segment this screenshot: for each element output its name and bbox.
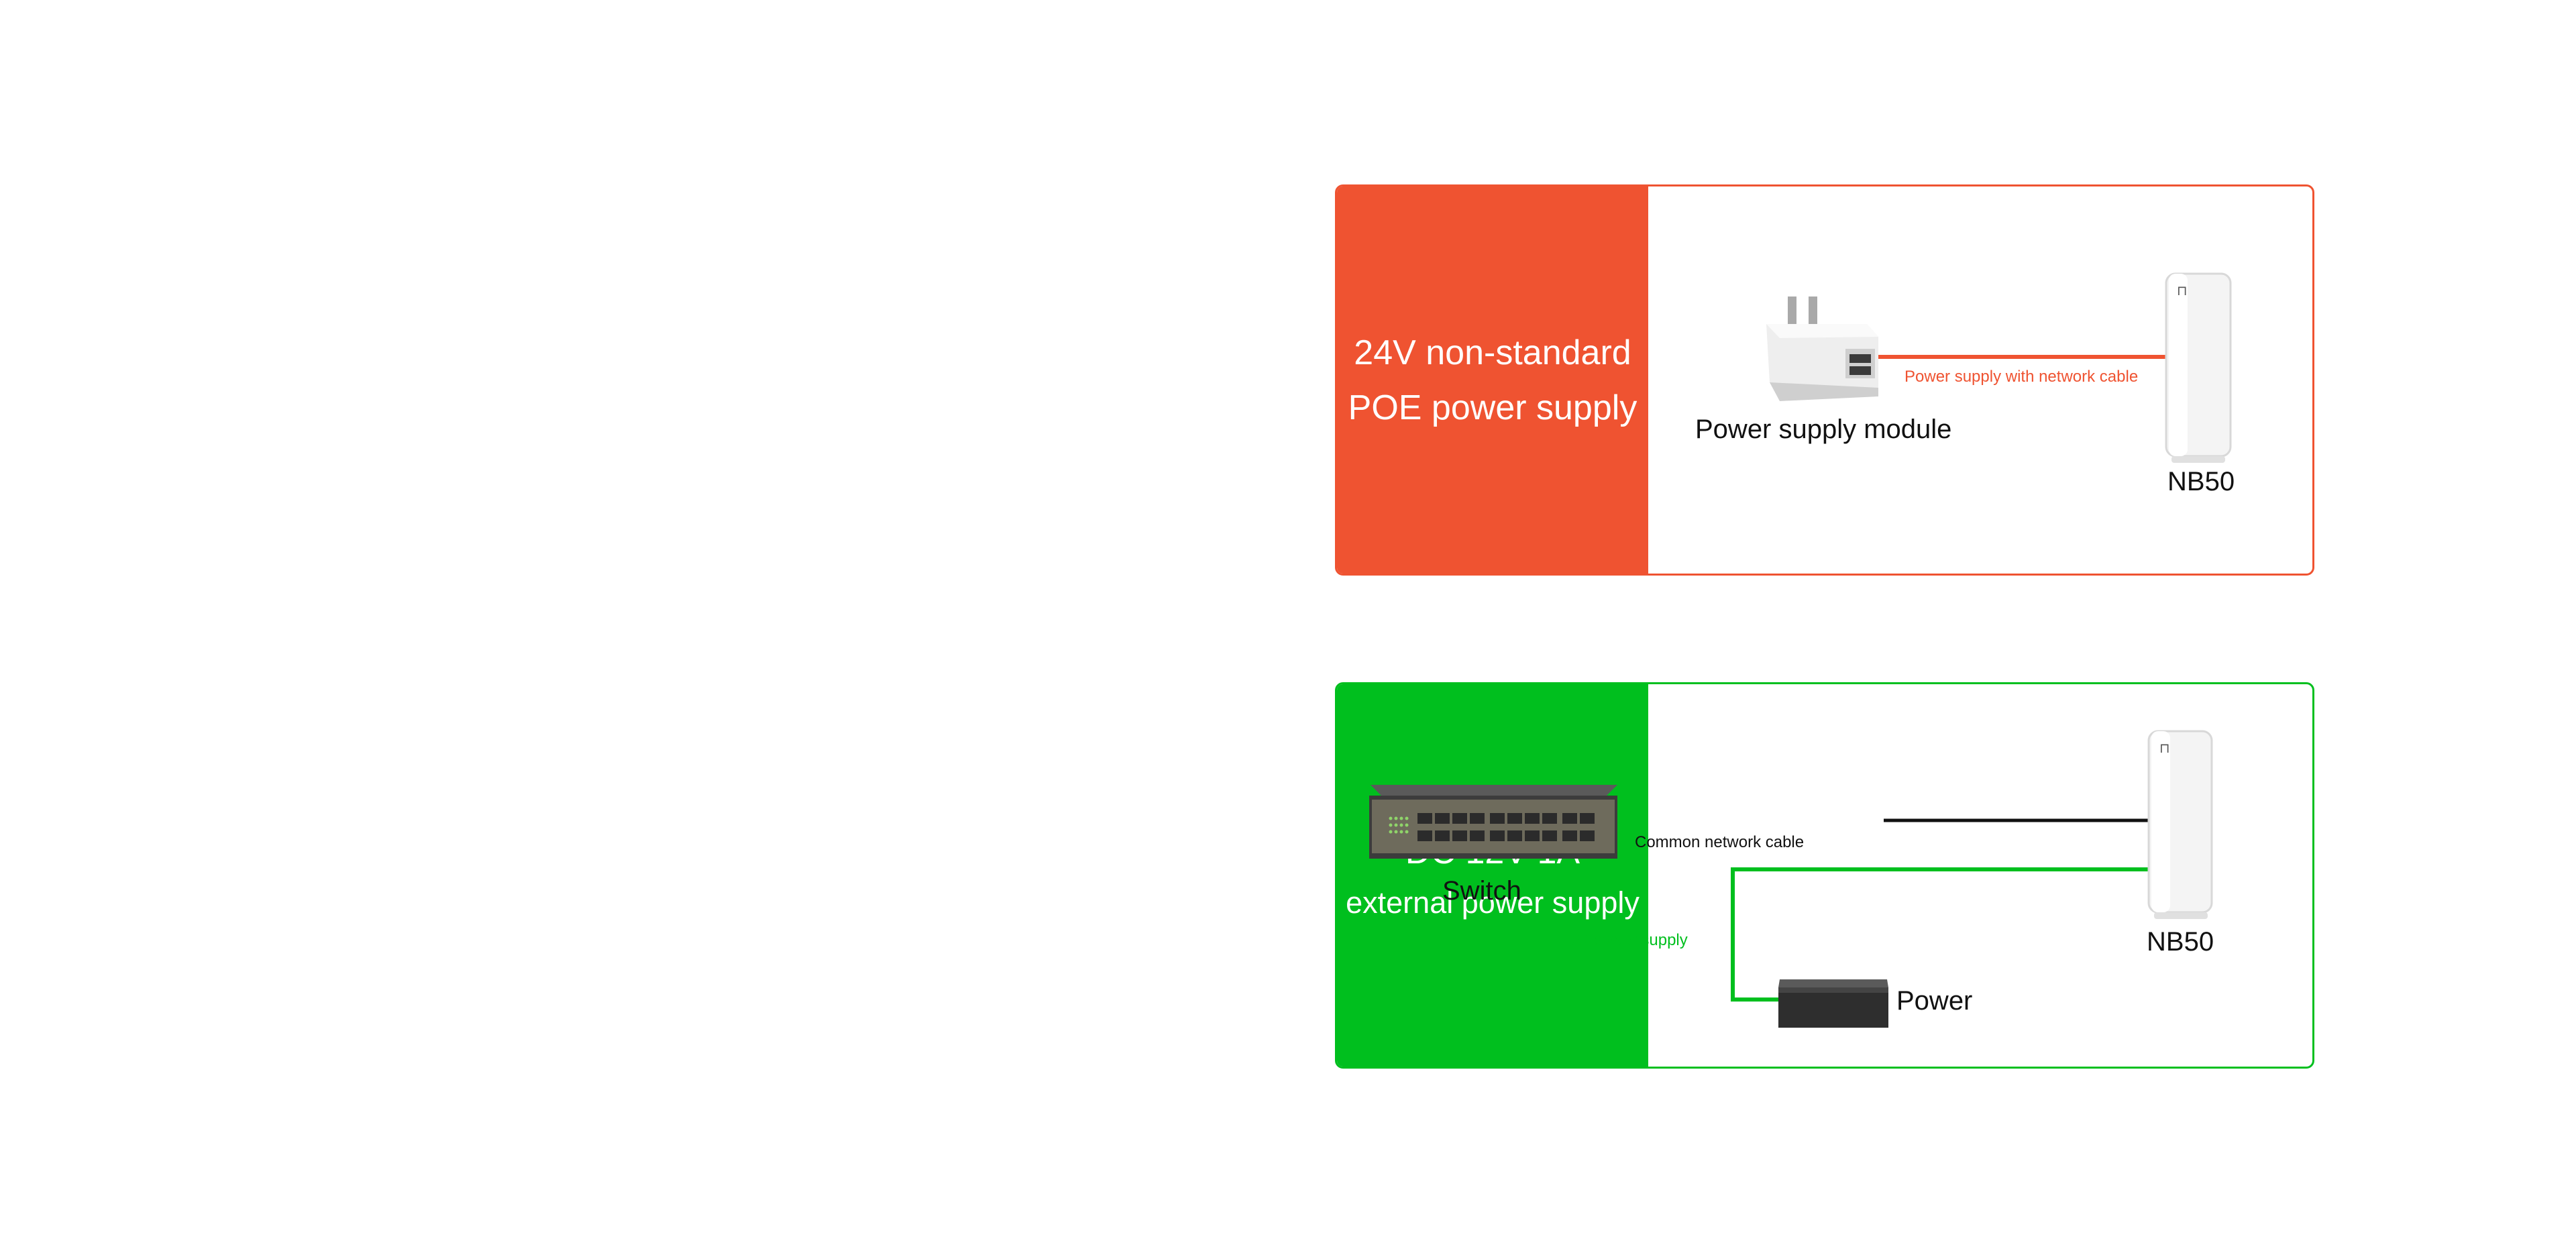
poe-title-line1: 24V non-standard xyxy=(1354,333,1631,372)
dc-power-panel: DC 12V 1A external power supply xyxy=(1335,682,2314,1069)
power-adapter-icon xyxy=(1778,979,1888,1028)
poe-diagram: ⊓ xyxy=(1766,272,2232,463)
dc-diagram: ⊓ xyxy=(1369,730,2213,1028)
dc-title-line2: external power supply xyxy=(1346,885,1640,920)
poe-power-panel: 24V non-standard POE power supply ⊓ Powe… xyxy=(1335,184,2314,576)
poe-title-line2: POE power supply xyxy=(1348,388,1638,427)
power-label: Power xyxy=(1896,986,1973,1016)
nb50-label: NB50 xyxy=(2167,467,2235,496)
network-switch-icon xyxy=(1369,785,1617,859)
poe-adapter-icon xyxy=(1766,296,1878,401)
power-supply-module-label: Power supply module xyxy=(1695,415,1952,444)
nb50-cpe-icon: ⊓ xyxy=(2147,730,2213,919)
svg-text:⊓: ⊓ xyxy=(2177,282,2188,299)
network-cable-label: Common network cable xyxy=(1635,833,1805,851)
svg-text:⊓: ⊓ xyxy=(2159,740,2170,756)
nb50-label: NB50 xyxy=(2147,927,2214,957)
poe-title-block: 24V non-standard POE power supply xyxy=(1337,186,1648,574)
nb50-cpe-icon: ⊓ xyxy=(2165,272,2232,463)
poe-cable-label: Power supply with network cable xyxy=(1904,368,2139,386)
switch-label: Switch xyxy=(1442,876,1521,906)
dc-cable-label: DC power supply xyxy=(1565,931,1688,949)
